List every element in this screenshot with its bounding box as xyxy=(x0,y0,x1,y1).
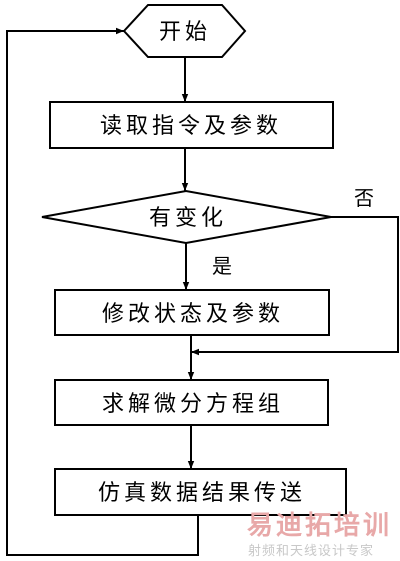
arrow-loop-back xyxy=(6,27,199,556)
modify-process-box xyxy=(54,289,330,336)
change-decision-label: 有变化 xyxy=(149,206,227,231)
arrow-no-branch xyxy=(191,216,399,356)
watermark-logo-text: 易迪拓培训 xyxy=(247,511,392,541)
solve-process-box xyxy=(54,379,329,426)
solve-process-label: 求解微分方程组 xyxy=(102,392,284,417)
watermark-tagline: 射频和天线设计专家 xyxy=(248,543,374,559)
start-label: 开始 xyxy=(159,20,211,45)
read-process-box xyxy=(49,101,334,149)
transfer-process-box xyxy=(54,468,347,516)
read-process-label: 读取指令及参数 xyxy=(100,114,282,139)
yes-label: 是 xyxy=(212,254,232,278)
start-terminal xyxy=(122,4,247,58)
transfer-process-label: 仿真数据结果传送 xyxy=(98,481,306,506)
modify-process-label: 修改状态及参数 xyxy=(102,302,284,327)
no-label: 否 xyxy=(354,186,374,210)
